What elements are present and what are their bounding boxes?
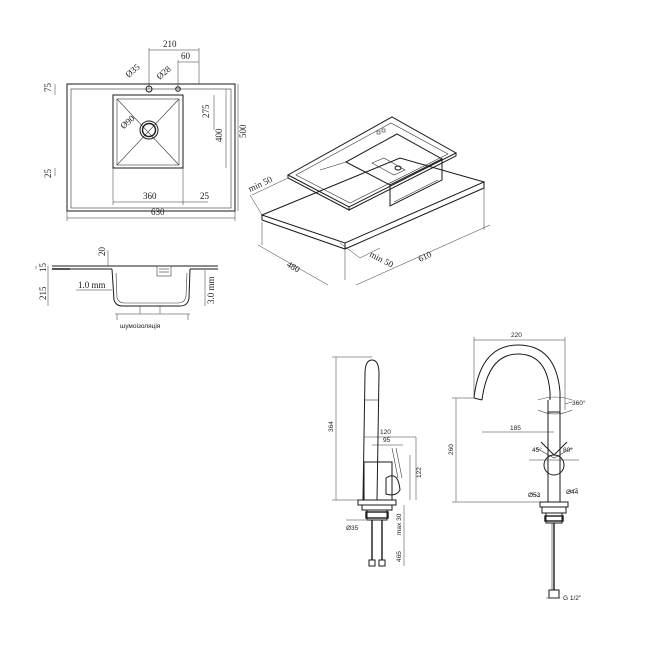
label-tap-hole: Ø35: [123, 62, 142, 80]
dim-left-margin-top: 75: [43, 83, 53, 93]
dim-body: 122: [416, 467, 423, 478]
dim-bowl-width: 360: [143, 191, 157, 201]
dim-handle: 95: [383, 437, 391, 444]
dim-bowl-depth-top: 275: [201, 104, 211, 118]
dim-tap-offset: 210: [163, 39, 177, 49]
dim-faucet-height: 364: [328, 421, 335, 432]
dim-depth: 215: [38, 286, 48, 300]
dim-bowl-height: 400: [214, 128, 224, 142]
dim-front-reach: 185: [510, 425, 521, 432]
label-body: Ø44: [566, 489, 579, 496]
overflow-slot: [156, 265, 172, 277]
label-overflow-hole: Ø28: [154, 64, 173, 82]
dim-rim: 15: [38, 263, 48, 273]
front-spout-outer: [473, 344, 561, 400]
faucet-side-view: 364 120 95 122 Ø35 max 30 465: [328, 356, 423, 567]
label-angle-left: 45°: [532, 446, 542, 454]
label-rotation: 360°: [572, 399, 586, 407]
dim-cabinet-depth: 480: [285, 259, 302, 275]
dim-spout-width: 220: [511, 332, 522, 339]
dim-min-right: min 50: [368, 249, 395, 270]
label-thread: G 1/2": [563, 595, 582, 602]
label-drain: Ø90: [118, 113, 137, 131]
front-spout-inner: [481, 353, 551, 401]
label-angle-right: 80°: [563, 446, 573, 454]
dim-spout-height: 260: [448, 444, 455, 455]
sink-isometric-view: min 50 min 50 480 610: [247, 116, 491, 286]
side-handle: [385, 475, 401, 496]
dim-left-margin-bottom: 25: [43, 169, 53, 179]
sink-top-view: 630 360 25 210 60 Ø35 Ø28 Ø90 500 400 27…: [43, 39, 248, 221]
dim-right-margin: 25: [200, 191, 210, 201]
dim-width-total: 630: [151, 207, 165, 217]
side-spout: [362, 359, 380, 501]
drain-inner-circle: [141, 122, 157, 138]
bowl-inner: [116, 98, 180, 166]
dim-steel-thickness: 1.0 mm: [78, 280, 106, 290]
sink-section-view: 215 15 20 1.0 mm 3.0 mm шумоізоляція: [35, 247, 218, 330]
front-body: [547, 411, 561, 503]
faucet-front-view: 220 360° 260 185 45° 80° Ø53 Ø44 G 1/2": [448, 332, 586, 602]
label-side-hole: Ø35: [346, 525, 359, 532]
bowl-profile: [111, 268, 191, 307]
label-base: Ø53: [528, 492, 541, 499]
bowl-outline: [112, 94, 184, 169]
sink-inner-rim: [70, 88, 232, 209]
dim-max-counter: max 30: [396, 513, 403, 535]
dim-faucet-reach: 120: [380, 429, 391, 436]
drain-outer-circle: [139, 120, 159, 140]
dim-tap-offset-small: 60: [181, 51, 191, 61]
iso-bowl: [344, 133, 444, 186]
dim-length-total: 500: [238, 124, 248, 138]
sink-outline: [66, 83, 236, 212]
label-insulation: шумоізоляція: [120, 322, 161, 330]
dim-flange-thickness: 3.0 mm: [206, 276, 216, 304]
dim-cabinet-width: 610: [417, 249, 434, 264]
dim-flange: 20: [97, 247, 107, 257]
dim-hose: 465: [396, 551, 403, 562]
